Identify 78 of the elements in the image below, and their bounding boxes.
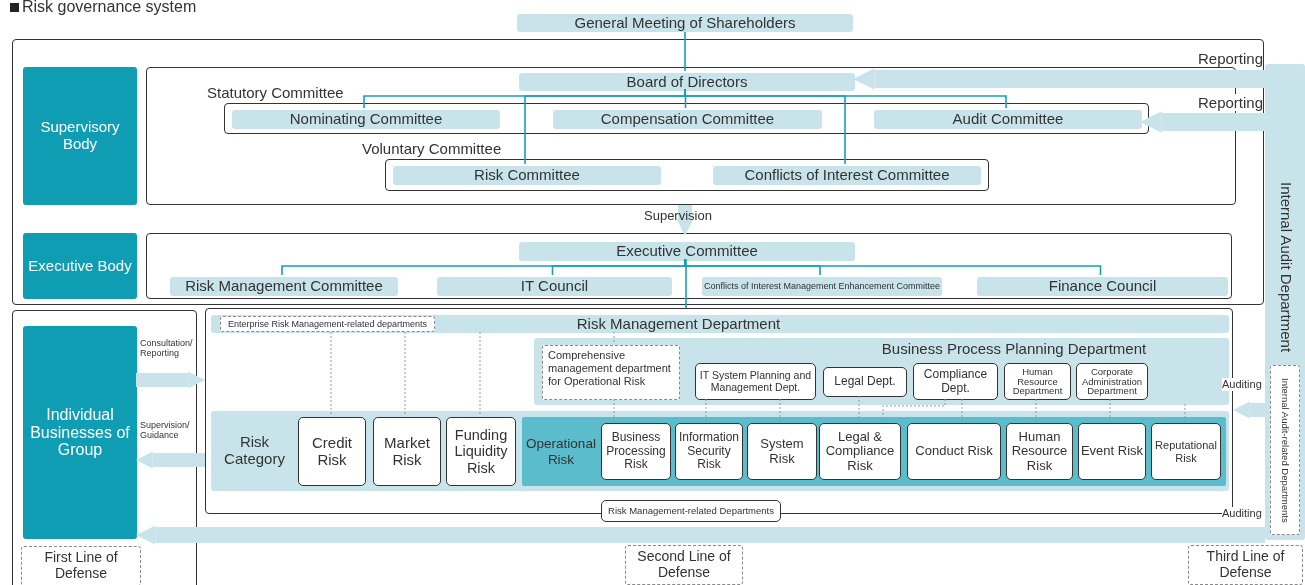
risk-box: Funding Liquidity Risk xyxy=(446,417,516,486)
dotted-connector xyxy=(1109,398,1111,423)
thick-arrow xyxy=(1140,111,1265,133)
body-label-box: Executive Body xyxy=(23,233,137,299)
department-box: Comprehensive management department for Operational Risk xyxy=(542,345,680,400)
board-box: Board of Directors xyxy=(519,73,855,91)
thick-arrow xyxy=(136,371,205,389)
dotted-connector xyxy=(961,398,963,423)
dotted-connector xyxy=(1035,398,1037,423)
edge-label: Auditing xyxy=(1222,507,1262,520)
thick-arrow xyxy=(136,451,205,469)
department-box: IT System Planning and Management Dept. xyxy=(695,363,816,400)
department-box: Human Resource Department xyxy=(1004,363,1071,400)
risk-box: Human Resource Risk xyxy=(1006,423,1073,480)
meeting-box: General Meeting of Shareholders xyxy=(517,14,853,32)
committee-box: Risk Management Committee xyxy=(170,277,398,296)
committee-box: Risk Committee xyxy=(393,166,661,185)
department-title: Business Process Planning Department xyxy=(880,339,1148,359)
department-tag: Risk Management-related Departments xyxy=(601,500,781,522)
dotted-connector xyxy=(1184,403,1186,423)
department-title: Risk Management Department xyxy=(575,315,782,333)
risk-box: System Risk xyxy=(747,423,817,480)
edge-label: Auditing xyxy=(1222,378,1262,391)
dotted-connector xyxy=(613,331,615,345)
dotted-connector xyxy=(705,398,707,423)
committee-box: Audit Committee xyxy=(874,110,1142,129)
diagram-title: Risk governance system xyxy=(22,0,197,17)
committee-box: Compensation Committee xyxy=(553,110,822,129)
risk-box: Event Risk xyxy=(1078,423,1146,480)
committee-box: Nominating Committee xyxy=(232,110,500,129)
risk-box: Business Processing Risk xyxy=(601,423,671,480)
business-box: Individual Businesses of Group xyxy=(23,326,137,539)
department-box: Legal Dept. xyxy=(823,367,907,397)
risk-box: Legal & Compliance Risk xyxy=(819,423,901,480)
council-box: IT Council xyxy=(437,277,672,296)
thick-arrow xyxy=(676,205,694,236)
dotted-connector xyxy=(858,395,860,423)
risk-box: Reputational Risk xyxy=(1151,423,1221,480)
risk-box: Market Risk xyxy=(373,417,441,486)
edge-label: Supervision xyxy=(644,209,712,224)
department-title: Internal Audit Department xyxy=(1277,180,1297,355)
department-box: Corporate Administration Department xyxy=(1076,363,1148,400)
connector-line xyxy=(684,31,686,72)
panel-title: Operational Risk xyxy=(525,435,597,469)
council-box: Finance Council xyxy=(977,277,1228,296)
body-label-box: Supervisory Body xyxy=(23,67,137,205)
dotted-connector xyxy=(779,398,781,423)
dotted-connector xyxy=(404,331,406,417)
department-box: Compliance Dept. xyxy=(913,363,998,400)
committee-box: Conflicts of Interest Committee xyxy=(713,166,981,185)
committee-box: Executive Committee xyxy=(519,242,855,261)
organization-frame xyxy=(12,39,1264,305)
dotted-connector xyxy=(479,331,481,417)
first-line-panel xyxy=(12,310,197,585)
dotted-connector xyxy=(330,331,332,417)
risk-category-band xyxy=(211,411,1229,491)
audit-department-bar xyxy=(1265,64,1305,540)
edge-label: Reporting xyxy=(1198,94,1264,112)
thick-arrow xyxy=(1233,401,1265,419)
thick-arrow xyxy=(136,525,1265,545)
dotted-connector xyxy=(613,398,615,423)
band-title: Risk Category xyxy=(223,432,286,469)
edge-label: Reporting xyxy=(1198,50,1264,68)
connector-line xyxy=(685,258,687,309)
risk-box: Credit Risk xyxy=(298,417,366,486)
edge-label: Consultation/ Reporting xyxy=(140,338,196,359)
risk-box: Information Security Risk xyxy=(675,423,743,480)
department-tag: Enterprise Risk Management-related departments xyxy=(220,316,435,332)
dotted-connector xyxy=(882,398,946,423)
department-tag: Internal Audit-related Departments xyxy=(1270,365,1300,535)
department-bar xyxy=(211,315,1229,333)
executive-panel xyxy=(146,233,1232,299)
operational-risk-panel xyxy=(522,417,1226,486)
group-heading: Statutory Committee xyxy=(207,84,344,102)
committee-box: Conflicts of Interest Management Enhancement Committee xyxy=(702,277,942,296)
thick-arrow xyxy=(853,68,1265,90)
risk-box: Conduct Risk xyxy=(907,423,1001,480)
group-heading: Voluntary Committee xyxy=(362,140,502,158)
